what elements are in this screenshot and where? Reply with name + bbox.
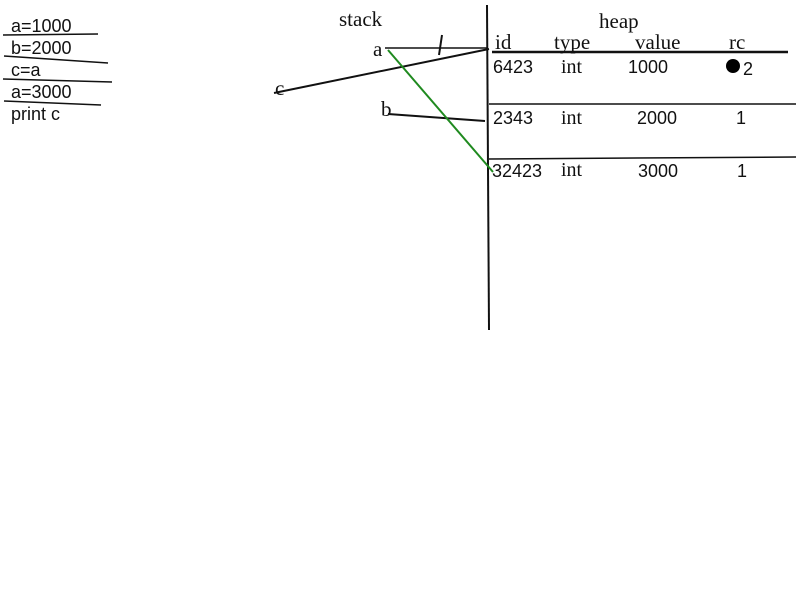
heap-title: heap [599, 9, 639, 33]
heap-row-3-id: 32423 [492, 161, 543, 181]
stack-heap-divider [486, 4, 490, 331]
heap-row-2-value: 2000 [637, 108, 678, 128]
heap-row-1-rc: 2 [743, 59, 754, 79]
heap-row-1-id: 6423 [493, 57, 534, 77]
ref-a-new [387, 49, 494, 173]
heap-row-3-value: 3000 [638, 161, 679, 181]
code-line-1: a=1000 [11, 16, 72, 36]
code-line-4: a=3000 [11, 82, 72, 102]
stack-var-a: a [373, 37, 383, 61]
code-line-5: print c [11, 104, 61, 124]
heap-col-rc: rc [729, 30, 746, 54]
code-line-2: b=2000 [11, 38, 72, 58]
scratched-out-mark [726, 59, 740, 73]
heap-row-3-type: int [561, 159, 583, 181]
ref-b [387, 113, 486, 122]
stack-title: stack [339, 7, 383, 31]
heap-row-1-type: int [561, 56, 583, 78]
ref-a-crossed-mark [438, 34, 443, 56]
heap-row-1-value: 1000 [628, 57, 669, 77]
heap-row-2-rc: 1 [736, 108, 747, 128]
heap-row-3-rc: 1 [737, 161, 748, 181]
heap-row-2-id: 2343 [493, 108, 534, 128]
stack-var-c: c [275, 76, 285, 100]
heap-col-type: type [554, 30, 591, 54]
heap-col-value: value [635, 30, 681, 54]
stack-var-b: b [381, 97, 392, 121]
heap-col-id: id [495, 30, 512, 54]
heap-row-2-type: int [561, 107, 583, 129]
code-line-3: c=a [11, 60, 41, 80]
heap-row-separator-2 [488, 156, 797, 160]
